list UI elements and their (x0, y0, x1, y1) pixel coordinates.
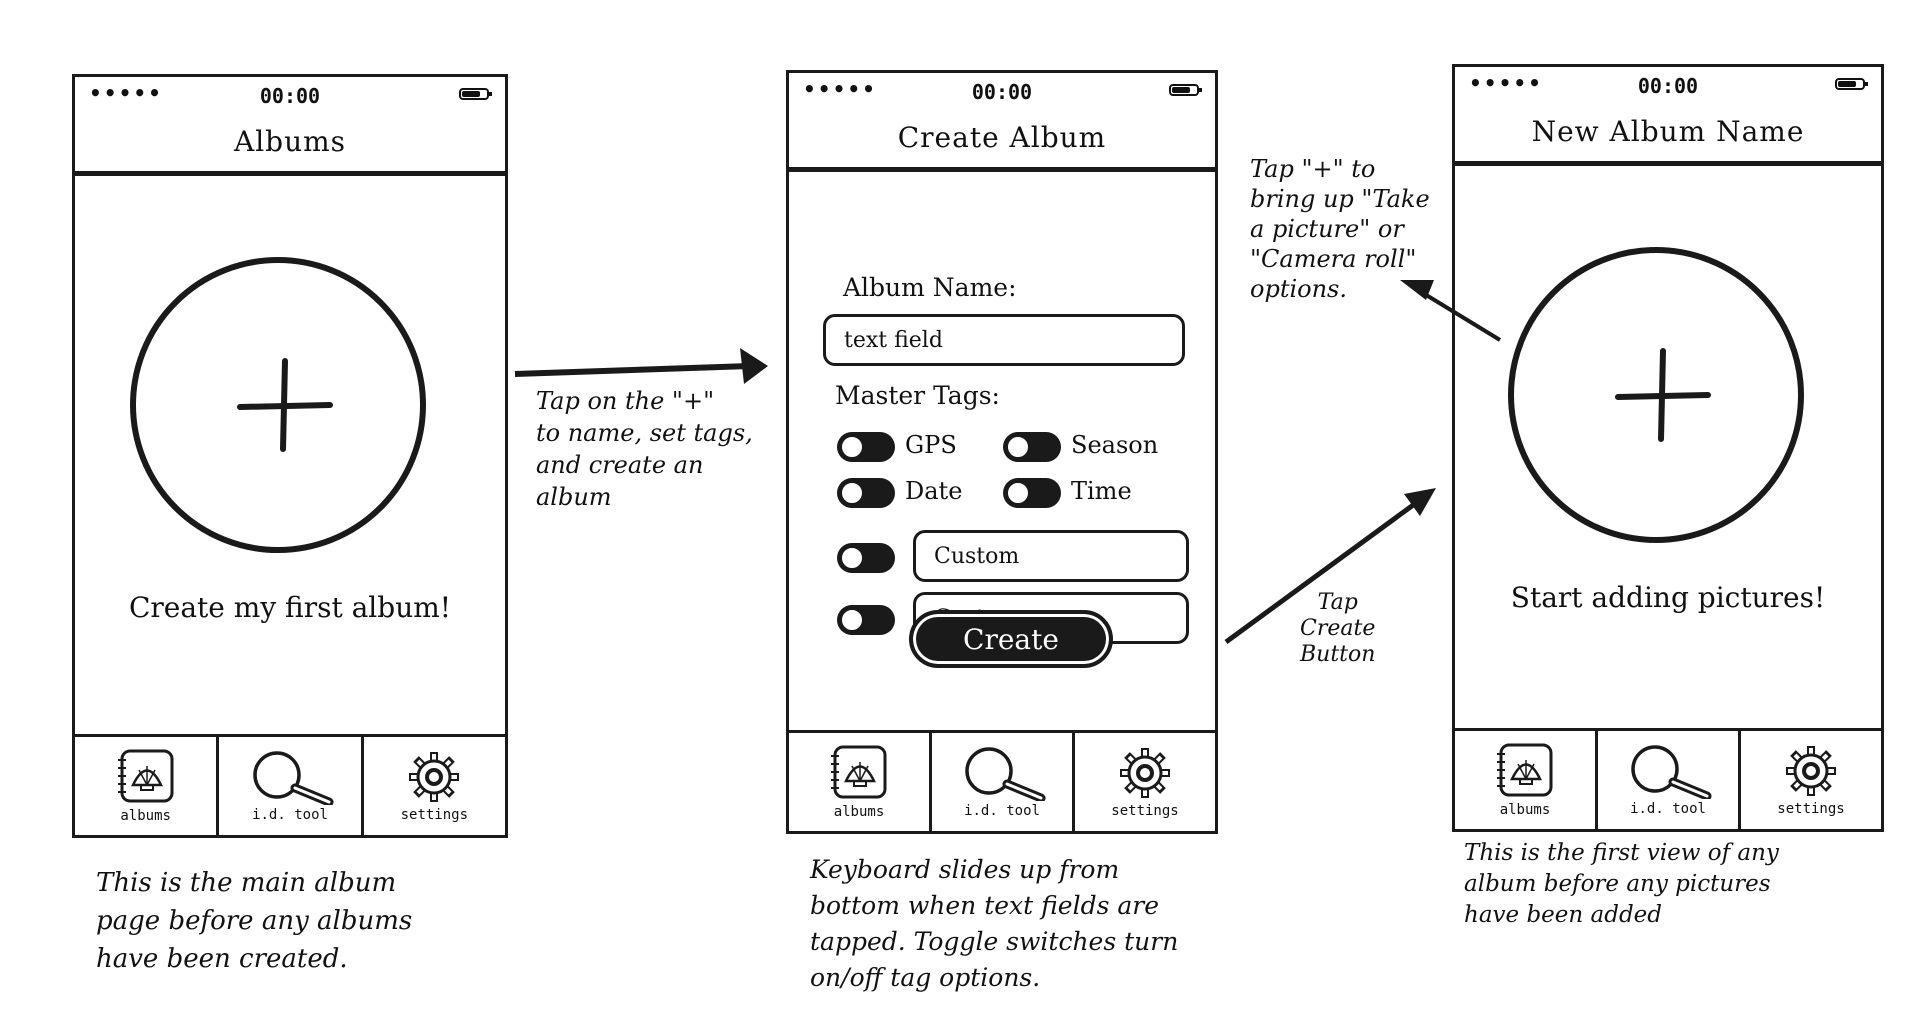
tab-settings[interactable]: settings (364, 737, 505, 835)
arrow-to-create-album (514, 348, 768, 384)
tab-albums[interactable]: albums (75, 737, 220, 835)
status-bar: ••••• 00:00 (75, 77, 505, 111)
tab-id-tool-label: i.d. tool (964, 803, 1040, 819)
shell-album-icon (1497, 743, 1553, 797)
master-tags-label: Master Tags: (835, 381, 1000, 410)
add-picture-button[interactable] (1508, 247, 1804, 543)
tab-albums[interactable]: albums (1455, 731, 1598, 829)
signal-icon: ••••• (1469, 71, 1543, 95)
album-name-input[interactable]: text field (823, 314, 1185, 366)
status-bar: ••••• 00:00 (1455, 67, 1881, 101)
arrow-to-new-album (1224, 488, 1436, 645)
signal-icon: ••••• (803, 77, 877, 101)
arrow-to-picture-note (1400, 280, 1502, 342)
magnifier-icon (1631, 745, 1712, 799)
tab-id-tool[interactable]: i.d. tool (932, 733, 1075, 831)
custom-tag-input-1[interactable]: Custom (913, 530, 1189, 582)
toggle-gps[interactable] (837, 432, 895, 462)
toggle-date[interactable] (837, 478, 895, 508)
tab-settings-label: settings (400, 807, 469, 823)
shell-album-icon (831, 745, 887, 799)
battery-icon (1169, 84, 1202, 96)
tab-id-tool[interactable]: i.d. tool (1598, 731, 1741, 829)
tab-albums[interactable]: albums (789, 733, 932, 831)
toggle-time[interactable] (1003, 478, 1061, 508)
tab-settings[interactable]: settings (1075, 733, 1215, 831)
note-albums-description: This is the main album page before any a… (96, 868, 413, 974)
battery-icon (1835, 78, 1868, 90)
toggle-season[interactable] (1003, 432, 1061, 462)
new-album-screen: ••••• 00:00 New Album Name Start adding … (1452, 64, 1884, 832)
start-adding-pictures-label: Start adding pictures! (1510, 581, 1826, 614)
create-first-album-label: Create my first album! (128, 591, 452, 624)
battery-icon (459, 88, 492, 100)
gear-icon (1786, 746, 1836, 796)
note-new-album-description: This is the first view of any album befo… (1464, 840, 1779, 928)
tab-settings[interactable]: settings (1741, 731, 1881, 829)
toggle-custom-1[interactable] (837, 543, 895, 573)
tag-date-label: Date (905, 477, 963, 505)
note-create-description: Keyboard slides up from bottom when text… (810, 855, 1179, 992)
albums-screen: ••••• 00:00 Albums Create my first album… (72, 74, 508, 838)
tab-settings-label: settings (1777, 801, 1845, 817)
nav-bar: Albums (75, 111, 505, 176)
clock: 00:00 (1637, 74, 1699, 98)
clock: 00:00 (259, 84, 321, 108)
tab-id-tool-label: i.d. tool (1630, 801, 1706, 817)
tag-time-label: Time (1071, 477, 1132, 505)
tab-albums-label: albums (1499, 802, 1551, 818)
page-title: Albums (233, 124, 347, 158)
tab-settings-label: settings (1111, 803, 1179, 819)
magnifier-icon (253, 751, 334, 805)
create-button[interactable]: Create (909, 610, 1113, 668)
create-album-screen: ••••• 00:00 Create Album Album Name: tex… (786, 70, 1218, 834)
plus-icon (1615, 348, 1711, 442)
tab-id-tool[interactable]: i.d. tool (219, 737, 364, 835)
gear-icon (1120, 748, 1170, 798)
tab-albums-label: albums (833, 804, 885, 820)
signal-icon: ••••• (89, 81, 163, 105)
gear-icon (409, 752, 460, 802)
note-tap-plus-create: Tap on the "+" to name, set tags, and cr… (536, 387, 753, 511)
shell-album-icon (117, 749, 174, 803)
page-title: Create Album (897, 120, 1107, 154)
magnifier-icon (965, 747, 1046, 801)
clock: 00:00 (971, 80, 1033, 104)
tag-gps-label: GPS (905, 431, 957, 459)
nav-bar: Create Album (789, 107, 1215, 172)
page-title: New Album Name (1531, 114, 1805, 148)
tab-albums-label: albums (120, 808, 171, 824)
toggle-custom-2[interactable] (837, 605, 895, 635)
tag-season-label: Season (1071, 431, 1159, 459)
nav-bar: New Album Name (1455, 101, 1881, 166)
album-name-label: Album Name: (843, 273, 1017, 302)
status-bar: ••••• 00:00 (789, 73, 1215, 107)
tab-bar: albums i.d. tool (1455, 728, 1881, 829)
tab-bar: albums i.d. tool (789, 730, 1215, 831)
tab-id-tool-label: i.d. tool (252, 807, 328, 823)
note-tap-create-button: Tap Create Button (1300, 590, 1376, 667)
plus-icon (237, 358, 333, 452)
add-album-button[interactable] (130, 257, 426, 553)
note-tap-plus-picture: Tap "+" to bring up "Take a picture" or … (1250, 155, 1430, 303)
tab-bar: albums i.d. tool (75, 734, 505, 835)
